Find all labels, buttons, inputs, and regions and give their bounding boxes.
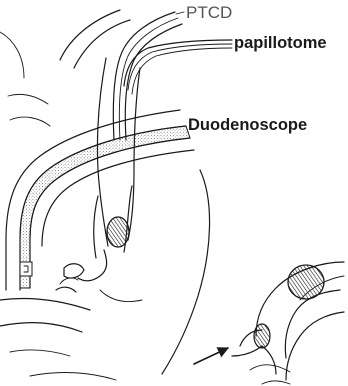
label-duodenoscope: Duodenoscope [188, 116, 307, 134]
papilla [56, 264, 84, 292]
duodenoscope [6, 110, 194, 290]
inset-papilla-stone [254, 324, 270, 348]
liver-outline [0, 10, 130, 126]
inset-stone [288, 265, 324, 299]
inset-detail [194, 262, 344, 384]
label-ptcd: PTCD [186, 3, 232, 22]
ptcd-leader [176, 12, 184, 14]
distal-bile-duct [78, 186, 132, 281]
inset-arrow [194, 348, 228, 364]
papillotome-wires [124, 40, 232, 94]
bile-duct-stone [107, 217, 129, 247]
label-papillotome: papillotome [234, 34, 327, 52]
